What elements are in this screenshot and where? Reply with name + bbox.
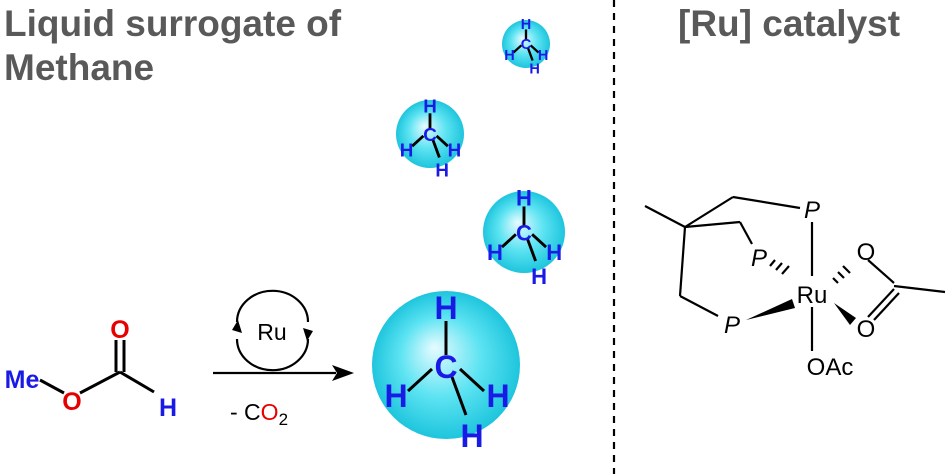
cycle-arrowhead-right [303,328,313,341]
bond [406,367,434,393]
carbonyl-oxygen-label: O [110,316,129,344]
methane-sphere-s: C H H H H [396,95,464,180]
hydrogen-label: H [400,140,414,161]
catalytic-cycle-arc-bottom [235,338,310,372]
cycle-catalyst-label: Ru [257,319,286,345]
bond [732,195,801,210]
phosphorus-label-bottom: P [724,312,740,339]
bond [435,134,449,148]
sphere-s [396,100,464,168]
methane-molecule-xs: C H H H H [504,17,548,78]
bond [526,47,534,61]
sphere-m [483,191,565,273]
bond-c-h [119,370,155,394]
bond [500,233,517,249]
acetate-label: OAc [807,354,854,381]
methane-molecule-l: C H H H H [384,290,509,454]
hydrogen-label: H [546,240,562,265]
sphere-l [372,291,520,439]
heading-ru-catalyst: [Ru] catalyst [678,3,901,44]
carbon-label: C [423,124,437,145]
bond-me-o [39,378,65,395]
reaction-arrow-group: Ru - CO2 [213,289,354,429]
methane-sphere-xs: C H H H H [502,17,550,78]
hydrogen-label: H [538,48,548,64]
hydrogen-label: H [423,95,437,116]
bond [644,205,686,228]
wedge-bond-ru-o [834,303,856,325]
carbon-label: C [434,349,457,385]
heading-liquid-surrogate: Liquid surrogate of Methane [4,2,341,90]
ru-complex-structure: Ru P P P O O OAc [644,195,946,381]
heading-line-1: Liquid surrogate of [4,3,342,44]
bond [739,221,753,245]
bond [893,284,946,294]
methane-sphere-m: C H H H H [483,185,565,289]
hydrogen-label: H [531,264,547,289]
methane-molecule-s: C H H H H [400,95,462,180]
methyl-label: Me [5,366,40,394]
methane-molecule-m: C H H H H [487,185,562,289]
byproduct-oxygen: O [261,399,279,425]
reaction-arrow-head [332,365,354,381]
sphere-xs [502,20,550,68]
bond [526,238,537,262]
bond [873,292,900,321]
byproduct-prefix: - C [230,399,261,425]
bond [458,367,486,393]
hydrogen-label: H [521,17,531,33]
hydrogen-label: H [435,159,449,180]
bond [684,196,734,228]
bond [450,376,468,416]
carbon-label: C [516,221,532,246]
hydrogen-label: H [460,418,483,454]
wedge-bond-p-ru [746,299,795,320]
methane-sphere-l: C H H H H [372,290,520,454]
bond [679,295,719,317]
bond-o-c [79,370,121,395]
oxygen-label-upper: O [857,239,876,266]
bond [867,288,895,318]
formyl-hydrogen-label: H [159,394,177,422]
hydrogen-label: H [516,185,532,210]
bond [531,233,548,249]
heading-line-2: Methane [4,47,155,88]
metal-label: Ru [797,282,828,309]
catalytic-cycle-arc-top [235,289,310,323]
bond [512,44,523,54]
oxygen-label-lower: O [857,316,876,343]
hydrogen-label: H [384,378,407,414]
methyl-formate-molecule: Me O O H [5,316,177,422]
bond [411,134,425,148]
phosphorus-label-middle: P [751,245,767,272]
hashed-bond-ru-o [832,265,851,284]
carbon-label: C [521,37,532,53]
phosphorus-label-top: P [804,197,820,224]
hydrogen-label: H [448,140,462,161]
hydrogen-label: H [504,48,514,64]
bond [867,259,895,284]
byproduct-label: - CO2 [230,399,288,429]
hydrogen-label: H [487,240,503,265]
cycle-arrowhead-left [232,320,242,333]
bond [529,44,540,54]
byproduct-subscript: 2 [279,410,288,429]
bond [431,139,441,158]
hashed-bond-p-ru [769,259,790,275]
bond [684,220,741,229]
hydrogen-label: H [434,290,457,326]
ester-oxygen-label: O [62,388,81,416]
bond [678,226,687,297]
hydrogen-label: H [486,378,509,414]
hydrogen-label: H [529,62,539,78]
